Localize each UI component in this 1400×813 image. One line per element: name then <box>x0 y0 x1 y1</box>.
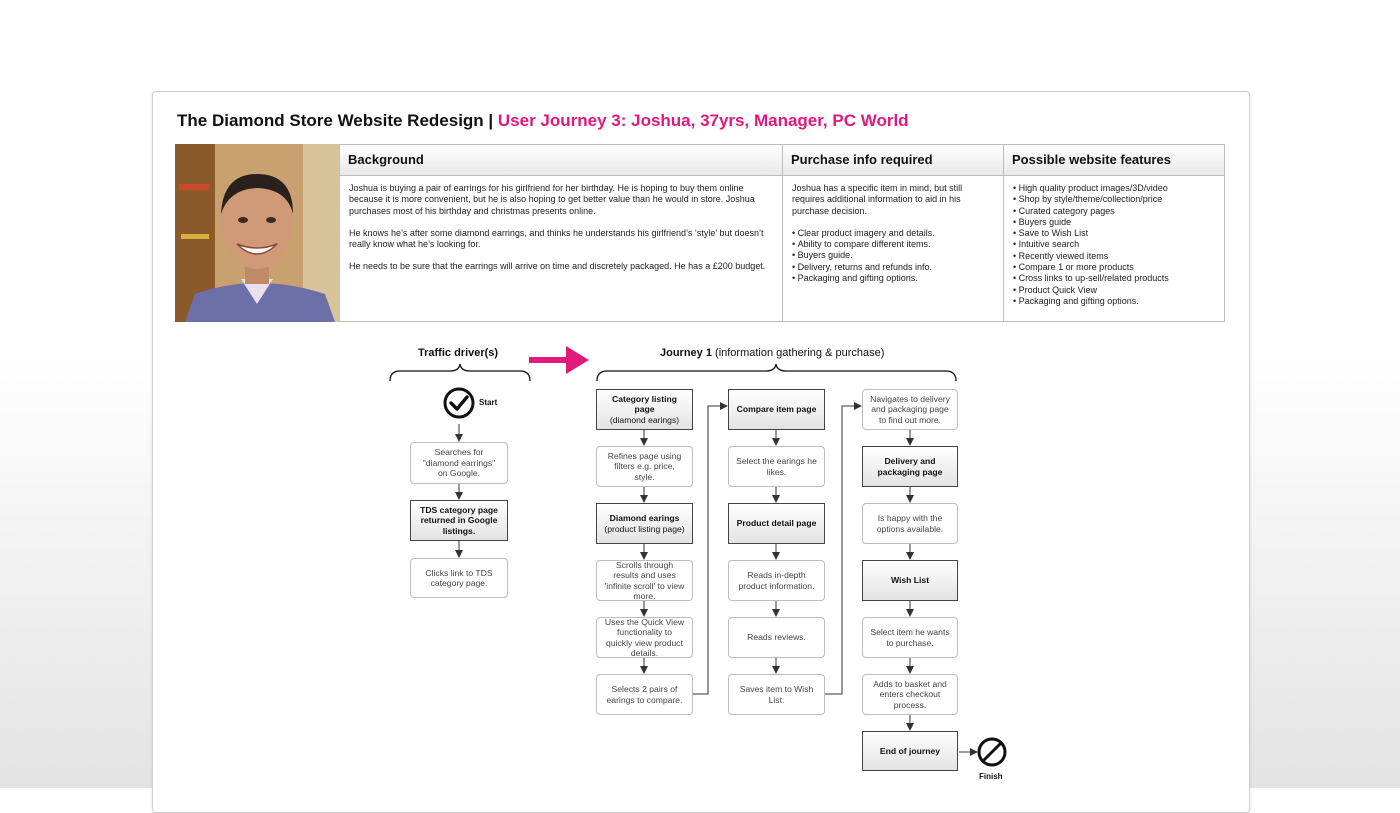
feature-item: Cross links to up-sell/related products <box>1013 273 1216 284</box>
feature-item: Product Quick View <box>1013 285 1216 296</box>
flow-step: Select item he wants to purchase. <box>862 617 958 658</box>
purchase-info-intro: Joshua has a specific item in mind, but … <box>792 183 963 216</box>
flow-step: Is happy with the options available. <box>862 503 958 544</box>
purchase-info-item: Clear product imagery and details. <box>792 228 995 239</box>
feature-item: Shop by style/theme/collection/price <box>1013 194 1216 205</box>
flow-step: Clicks link to TDS category page. <box>410 558 508 598</box>
start-check-icon <box>443 387 475 419</box>
purchase-info-item: Buyers guide. <box>792 250 995 261</box>
background-paragraph: He knows he’s after some diamond earring… <box>349 227 764 250</box>
start-label: Start <box>479 398 498 407</box>
purchase-info-heading: Purchase info required <box>783 145 1003 176</box>
flow-connectors <box>389 346 1007 767</box>
flow-page-node: TDS category page returned in Google lis… <box>410 500 508 541</box>
background-heading: Background <box>340 145 782 176</box>
flow-step: Saves item to Wish List. <box>728 674 825 715</box>
finish-label: Finish <box>979 772 1003 781</box>
flow-step: Scrolls through results and uses 'infini… <box>596 560 693 601</box>
flow-step: Adds to basket and enters checkout proce… <box>862 674 958 715</box>
background-paragraph: He needs to be sure that the earrings wi… <box>349 261 766 272</box>
features-heading: Possible website features <box>1004 145 1224 176</box>
flow-page-node: Diamond earings(product listing page) <box>596 503 693 544</box>
purchase-info-item: Packaging and gifting options. <box>792 273 995 284</box>
feature-item: Compare 1 or more products <box>1013 262 1216 273</box>
flow-page-node: Wish List <box>862 560 958 601</box>
flow-step: Select the earings he likes. <box>728 446 825 487</box>
flow-step: Reads in-depth product information. <box>728 560 825 601</box>
feature-item: Packaging and gifting options. <box>1013 296 1216 307</box>
flow-step: Searches for "diamond earrings" on Googl… <box>410 442 508 484</box>
feature-item: Recently viewed items <box>1013 251 1216 262</box>
persona-photo <box>175 144 339 322</box>
title-subtitle: User Journey 3: Joshua, 37yrs, Manager, … <box>497 111 909 130</box>
flow-page-node: Product detail page <box>728 503 825 544</box>
flow-step: Selects 2 pairs of earings to compare. <box>596 674 693 715</box>
traffic-heading: Traffic driver(s) <box>418 347 499 359</box>
flow-page-node: Category listing page(diamond earings) <box>596 389 693 430</box>
feature-item: High quality product images/3D/video <box>1013 183 1216 194</box>
flow-step: Reads reviews. <box>728 617 825 658</box>
flow-step: Refines page using filters e.g. price, s… <box>596 446 693 487</box>
feature-item: Curated category pages <box>1013 206 1216 217</box>
feature-item: Intuitive search <box>1013 239 1216 250</box>
feature-item: Buyers guide <box>1013 217 1216 228</box>
flow-page-node: Delivery and packaging page <box>862 446 958 487</box>
feature-item: Save to Wish List <box>1013 228 1216 239</box>
background-panel: Background Joshua is buying a pair of ea… <box>339 144 783 322</box>
title-main: The Diamond Store Website Redesign | <box>177 111 498 130</box>
flow-step: Navigates to delivery and packaging page… <box>862 389 958 430</box>
traffic-to-journey-arrow <box>529 346 589 374</box>
page-title: The Diamond Store Website Redesign | Use… <box>177 111 909 131</box>
traffic-brace <box>389 363 531 382</box>
purchase-info-panel: Purchase info required Joshua has a spec… <box>783 144 1004 322</box>
flow-page-node: End of journey <box>862 731 958 771</box>
features-panel: Possible website features High quality p… <box>1004 144 1225 322</box>
finish-stop-icon <box>977 737 1007 767</box>
purchase-info-item: Delivery, returns and refunds info. <box>792 262 995 273</box>
flow-step: Uses the Quick View functionality to qui… <box>596 617 693 658</box>
purchase-info-item: Ability to compare different items. <box>792 239 995 250</box>
flow-page-node: Compare item page <box>728 389 825 430</box>
journey-brace <box>596 363 957 382</box>
background-paragraph: Joshua is buying a pair of earrings for … <box>349 183 755 216</box>
journey-heading: Journey 1 (information gathering & purch… <box>660 347 885 359</box>
